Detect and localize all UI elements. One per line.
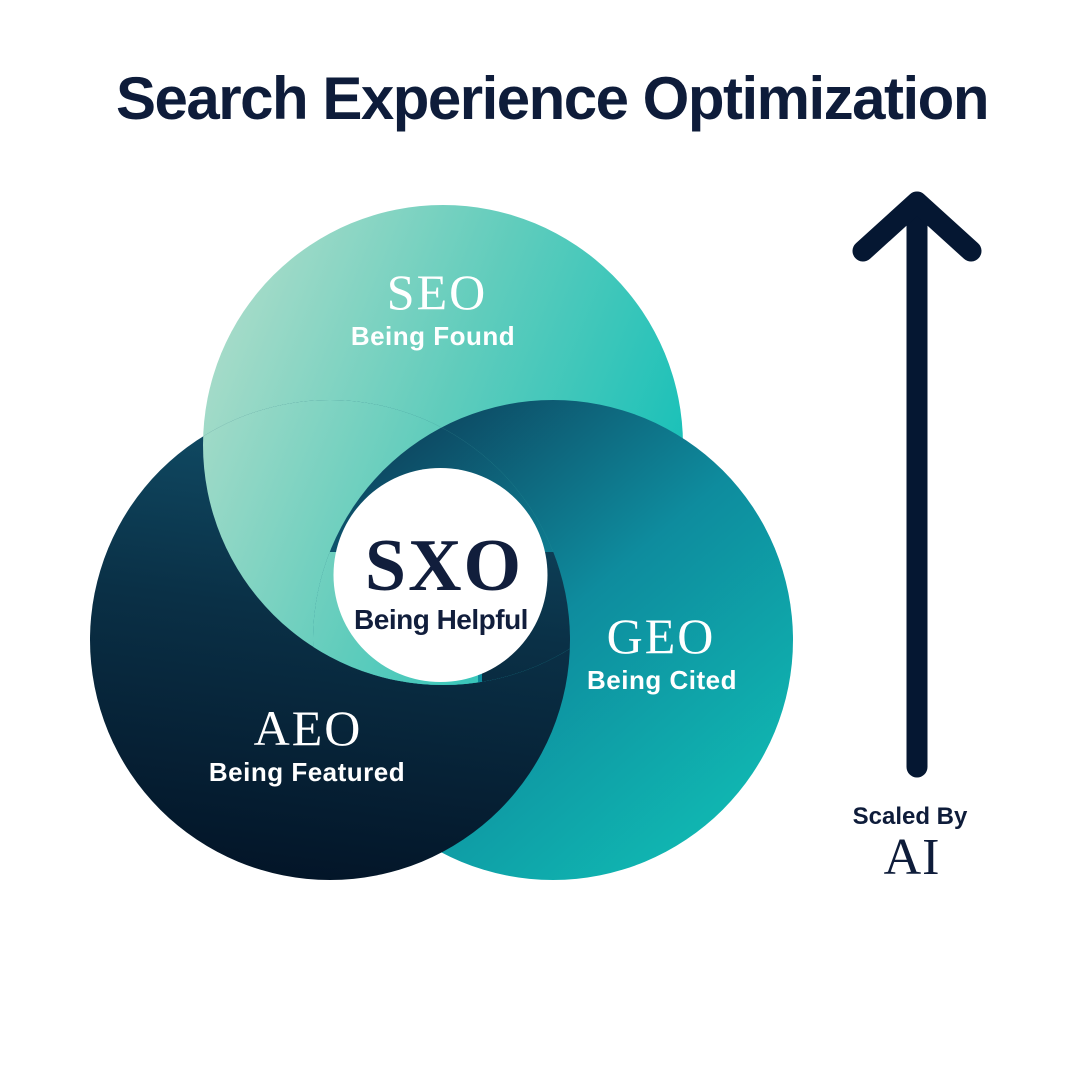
seo-label: SEO xyxy=(386,264,488,320)
geo-label: GEO xyxy=(606,608,716,664)
sxo-label: SXO xyxy=(364,525,524,607)
geo-tagline: Being Cited xyxy=(587,665,737,695)
ai-label: AI xyxy=(883,829,941,886)
sxo-tagline: Being Helpful xyxy=(354,604,528,635)
arrow-up-icon xyxy=(852,191,982,778)
page-title: Search Experience Optimization xyxy=(116,65,989,132)
scaled-by-label: Scaled By xyxy=(852,803,968,830)
seo-tagline: Being Found xyxy=(350,321,516,351)
center-circle xyxy=(333,468,548,682)
aeo-label: AEO xyxy=(253,700,363,756)
aeo-tagline: Being Featured xyxy=(208,757,406,787)
